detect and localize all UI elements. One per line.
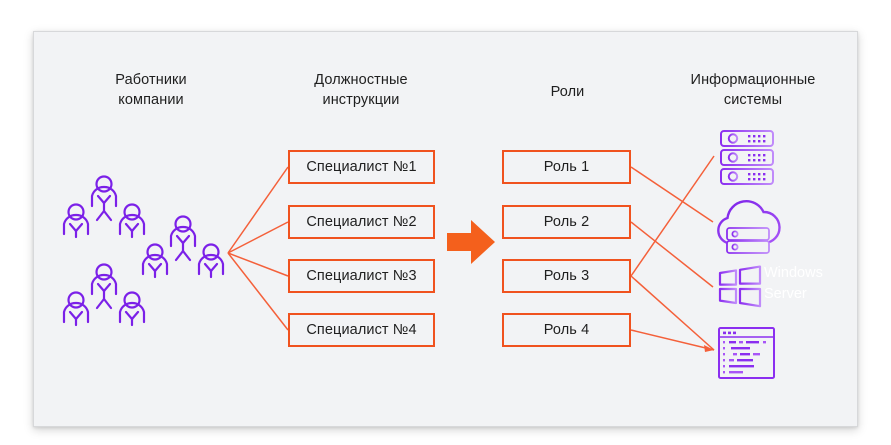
role-box-3[interactable]: Роль 3 — [502, 259, 631, 293]
job-box-1[interactable]: Специалист №1 — [288, 150, 435, 184]
column-heading-employees: Работники компании — [115, 72, 187, 108]
job-box-3[interactable]: Специалист №3 — [288, 259, 435, 293]
job-box-2[interactable]: Специалист №2 — [288, 205, 435, 239]
role-box-2[interactable]: Роль 2 — [502, 205, 631, 239]
role-box-1[interactable]: Роль 1 — [502, 150, 631, 184]
column-heading-systems: Информационные системы — [690, 72, 816, 108]
column-heading-jobs: Должностные инструкции — [314, 72, 408, 108]
job-box-4[interactable]: Специалист №4 — [288, 313, 435, 347]
column-heading-roles: Роли — [550, 84, 585, 100]
role-box-4[interactable]: Роль 4 — [502, 313, 631, 347]
windows-server-label: Windows Server — [764, 265, 823, 302]
